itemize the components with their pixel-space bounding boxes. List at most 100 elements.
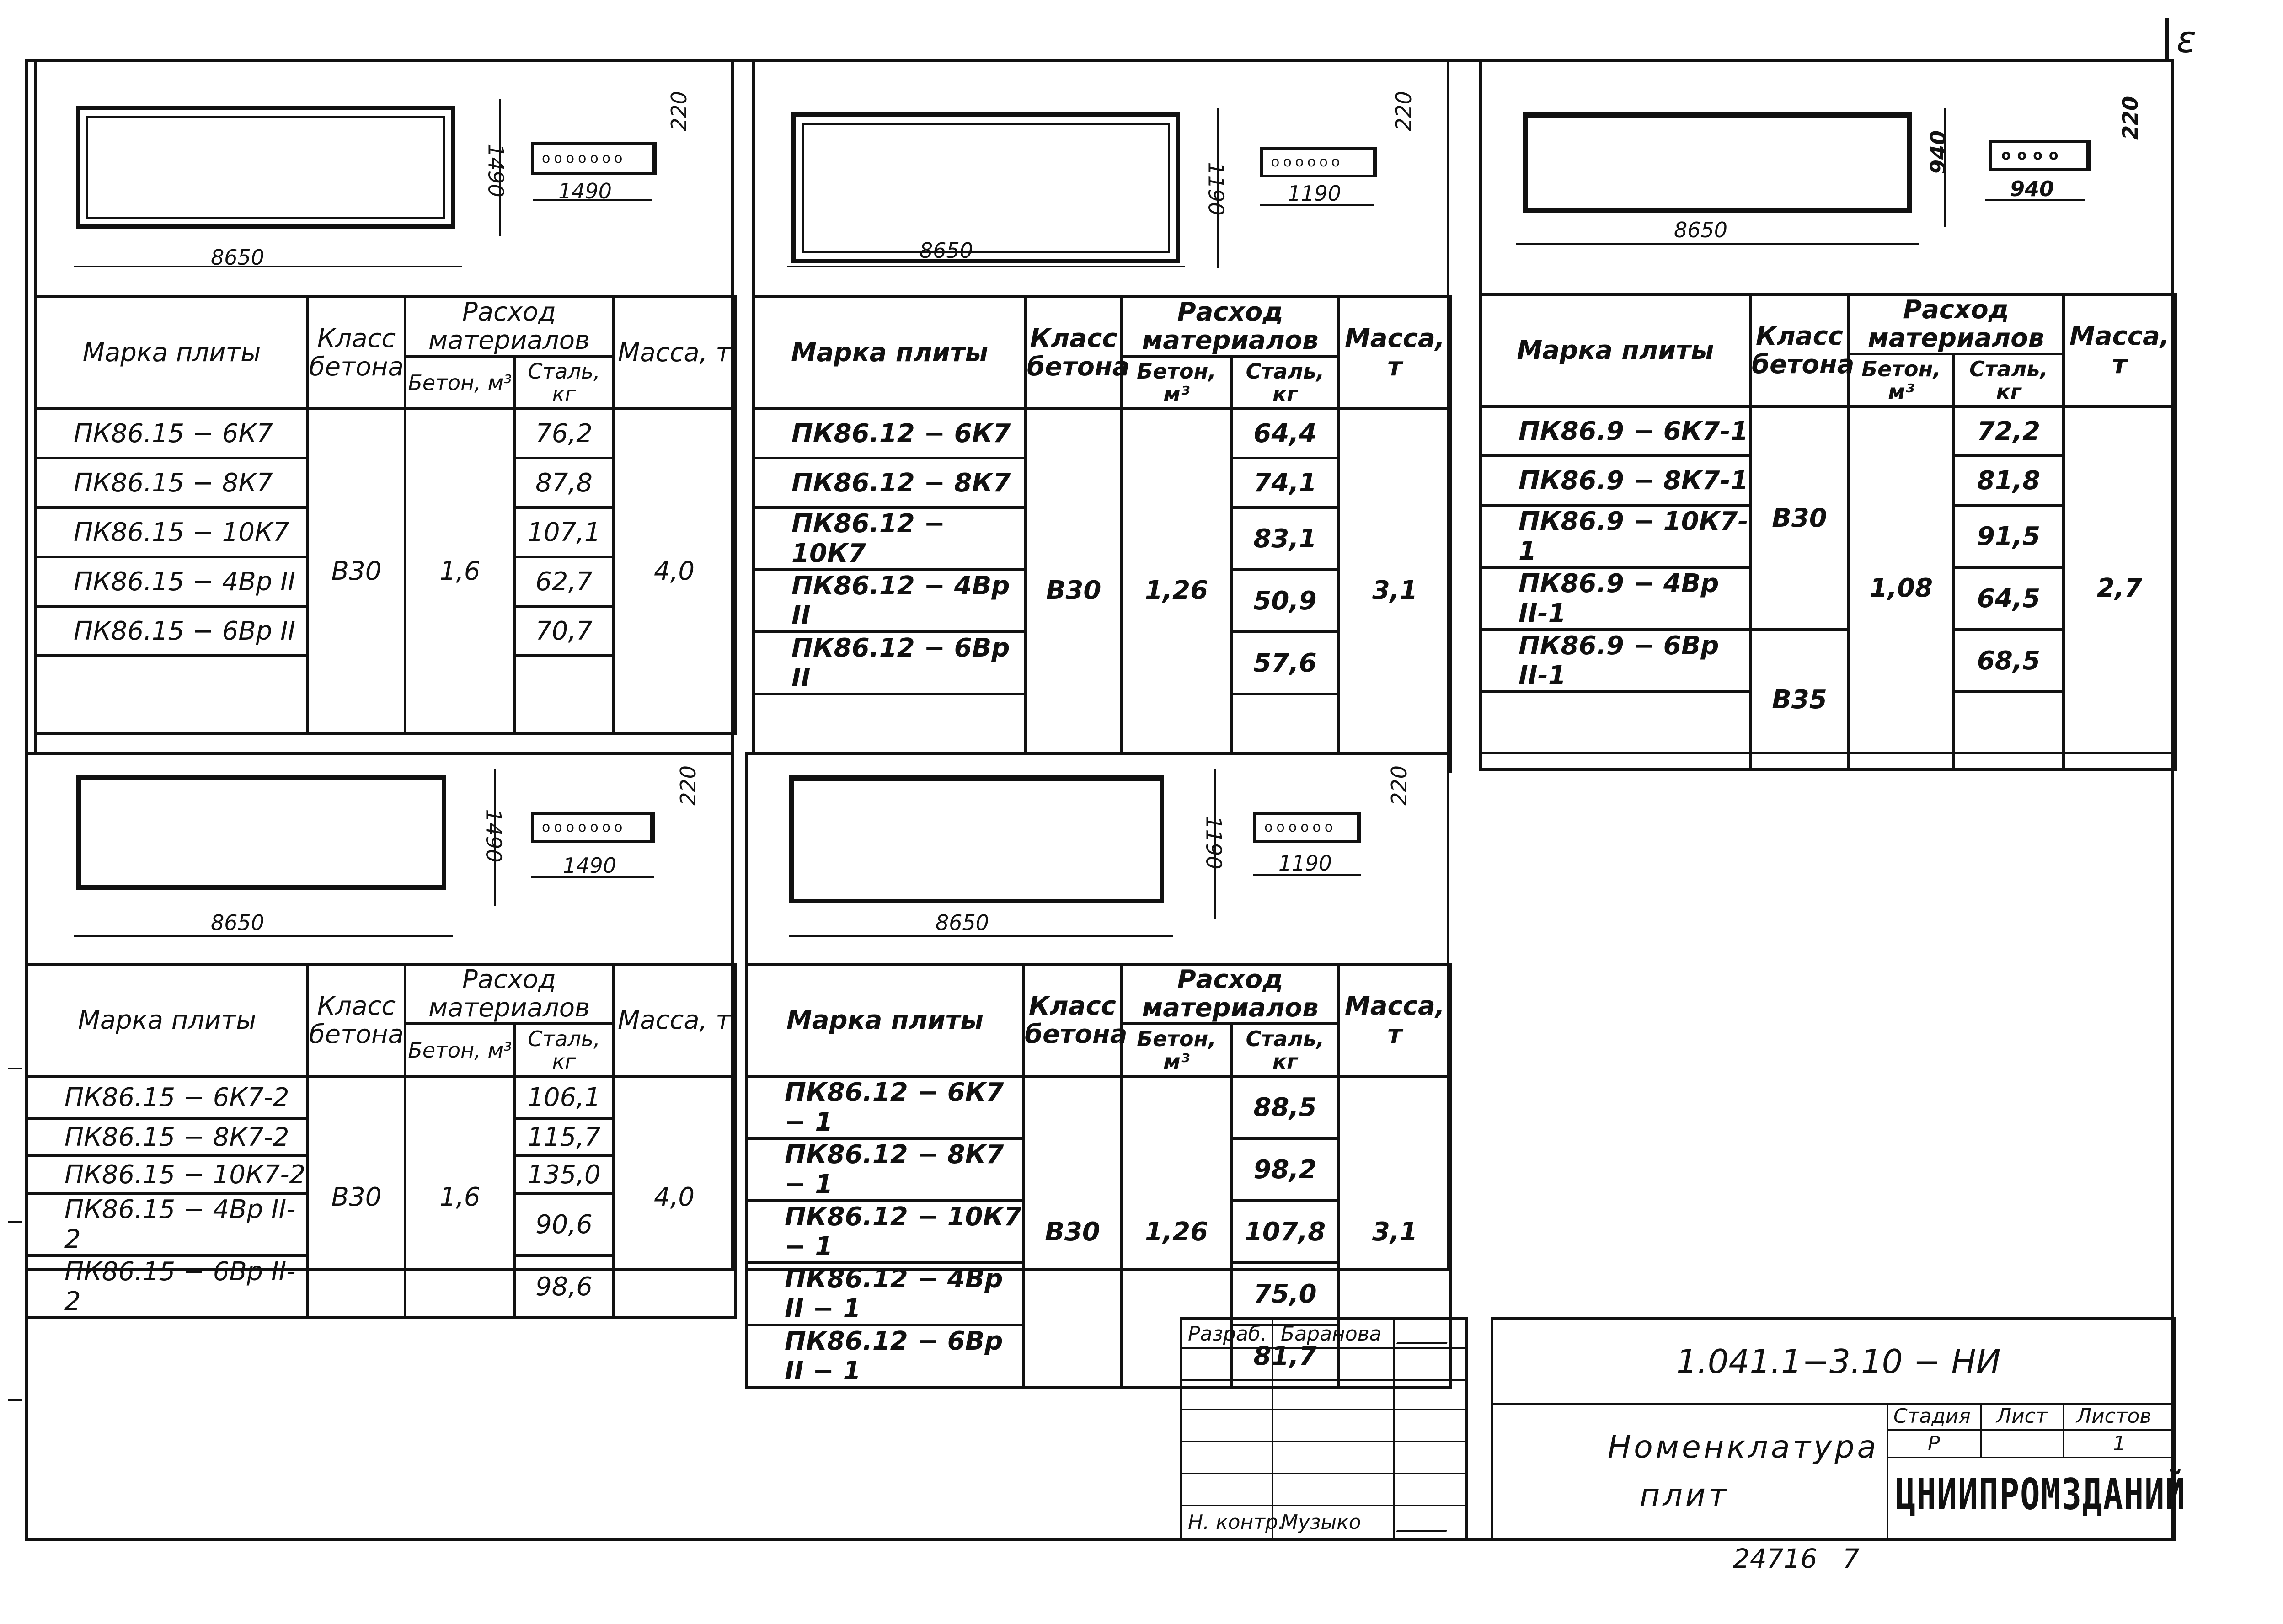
header-massa: Масса, т [1337, 963, 1453, 1078]
stal-value: 98,2 [1230, 1137, 1341, 1202]
signature-table: Разраб. Баранова Н. контр. Музыко [1180, 1317, 1468, 1541]
stal-value: 72,2 [1952, 405, 2065, 457]
section-width: 1490 [563, 853, 617, 878]
panel-1: 8650 1490 ooooooo 1490 220 Марка плиты К… [34, 59, 737, 754]
width-dimension: 940 [1926, 130, 1951, 175]
stal-value: 68,5 [1952, 628, 2065, 693]
stal-value: 88,5 [1230, 1075, 1341, 1140]
header-mark: Марка плиты [1479, 293, 1752, 408]
header-klass: Класс бетона [1024, 295, 1130, 410]
spec-table: Марка плиты Класс бетона Расход материал… [25, 963, 737, 1319]
beton-value: 1,08 [1847, 405, 1955, 771]
title-block: 1.041.1−3.10 − НИ Номенклатура плит Стад… [1491, 1317, 2185, 1541]
spec-table: Марка плиты Класс бетона Расход материал… [752, 295, 1453, 773]
slab-plan [789, 775, 1164, 903]
klass-value: B30 [306, 1075, 406, 1319]
table-row: ПК86.12 − 6Вр II − 1 [745, 1324, 1025, 1389]
table-row: ПК86.12 − 4Вр II − 1 [745, 1261, 1025, 1326]
header-massa: Масса, т [2062, 293, 2177, 408]
table-row: ПК86.9 − 4Вр II-1 [1479, 566, 1752, 631]
stal-value: 81,7 [1230, 1324, 1341, 1389]
stal-value: 76,2 [513, 407, 615, 459]
section-width: 940 [2010, 176, 2054, 201]
stal-value: 107,1 [513, 506, 615, 558]
stal-value: 50,9 [1230, 568, 1341, 633]
signature-mark [1396, 1512, 1458, 1532]
klass-value: B30 [1024, 407, 1123, 773]
section-height: 220 [2118, 96, 2143, 140]
table-row: ПК86.12 − 8К7 − 1 [745, 1137, 1025, 1202]
table-row: ПК86.9 − 6Вр II-1 [1479, 628, 1752, 693]
stal-value: 81,8 [1952, 454, 2065, 507]
table-row: ПК86.15 − 6К7-2 [25, 1075, 309, 1120]
title-line-2: плит [1640, 1477, 1729, 1513]
stadiya-label: Стадия [1893, 1405, 1971, 1428]
signature-mark [1396, 1324, 1458, 1344]
table-row: ПК86.15 − 8К7 [34, 457, 309, 509]
header-stal: Сталь, кг [513, 355, 615, 410]
header-klass: Класс бетона [1022, 963, 1128, 1078]
panel-4: 8650 1490 ooooooo 1490 220 Марка плиты К… [25, 752, 737, 1319]
width-dimension: 1190 [1203, 162, 1229, 216]
stal-value: 90,6 [513, 1192, 615, 1257]
corner-mark: ε [2176, 18, 2197, 61]
length-dimension: 8650 [1674, 218, 1728, 242]
document-code: 1.041.1−3.10 − НИ [1676, 1342, 2001, 1381]
section-width: 1490 [558, 179, 612, 203]
slab-plan [791, 112, 1180, 263]
stal-value: 87,8 [513, 457, 615, 509]
header-stal: Сталь, кг [1230, 355, 1341, 410]
section-height: 220 [1386, 765, 1412, 806]
table-row: ПК86.15 − 4Вр II-2 [25, 1192, 309, 1257]
width-dimension: 1490 [481, 809, 506, 863]
header-rashod: Расход материалов [404, 963, 615, 1025]
header-massa: Масса, т [612, 963, 737, 1078]
spec-table: Марка плиты Класс бетона Расход материал… [34, 295, 737, 735]
stal-value: 57,6 [1230, 630, 1341, 695]
header-rashod: Расход материалов [404, 295, 615, 358]
table-row: ПК86.9 − 6К7-1 [1479, 405, 1752, 457]
slab-section: oooooo [1260, 147, 1377, 177]
panel-3: 8650 940 oooo 940 220 Марка плиты Класс … [1479, 59, 2177, 771]
stal-value: 75,0 [1230, 1261, 1341, 1326]
stadiya-value: Р [1928, 1432, 1940, 1455]
header-beton: Бетон, м³ [404, 1022, 516, 1078]
slab-plan [1523, 112, 1912, 213]
table-row: ПК86.12 − 10К7 [752, 506, 1027, 571]
stal-value: 64,4 [1230, 407, 1341, 459]
massa-value: 3,1 [1337, 407, 1453, 773]
stal-value: 135,0 [513, 1154, 615, 1195]
table-row: ПК86.12 − 8К7 [752, 457, 1027, 509]
header-stal: Сталь, кг [1230, 1022, 1341, 1078]
stal-value: 83,1 [1230, 506, 1341, 571]
table-row: ПК86.12 − 6К7 [752, 407, 1027, 459]
section-height: 220 [1391, 91, 1416, 131]
klass-value: B30 [1022, 1075, 1123, 1389]
width-dimension: 1490 [483, 144, 508, 198]
section-height: 220 [675, 765, 700, 806]
length-dimension: 8650 [920, 238, 973, 263]
section-width: 1190 [1278, 851, 1332, 876]
header-mark: Марка плиты [25, 963, 309, 1078]
header-rashod: Расход материалов [1847, 293, 2065, 355]
slab-plan [76, 106, 455, 229]
width-dimension: 1190 [1201, 816, 1226, 870]
table-row: ПК86.12 − 4Вр II [752, 568, 1027, 633]
header-stal: Сталь, кг [513, 1022, 615, 1078]
stal-value: 70,7 [513, 605, 615, 657]
spec-table: Марка плиты Класс бетона Расход материал… [1479, 293, 2177, 771]
section-height: 220 [666, 91, 691, 131]
header-beton: Бетон, м³ [1120, 1022, 1233, 1078]
razrab-name: Баранова [1281, 1322, 1382, 1346]
table-row: ПК86.15 − 6Вр II [34, 605, 309, 657]
slab-section: ooooooo [531, 142, 657, 175]
slab-plan [76, 775, 446, 890]
beton-value: 1,6 [404, 407, 516, 735]
header-klass: Класс бетона [306, 963, 406, 1078]
footer-number: 24716 7 [1733, 1543, 1860, 1574]
massa-value: 3,1 [1337, 1075, 1453, 1389]
massa-value: 2,7 [2062, 405, 2177, 771]
length-dimension: 8650 [936, 910, 989, 935]
listov-value: 1 [2113, 1432, 2126, 1455]
table-row: ПК86.9 − 10К7-1 [1479, 504, 1752, 569]
